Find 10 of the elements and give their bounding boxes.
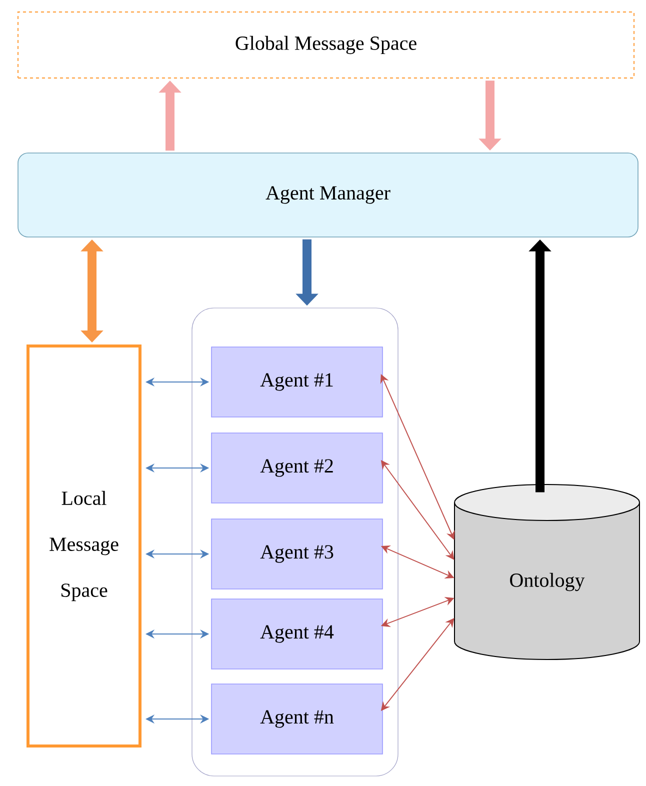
outlined-box: Local Message Space bbox=[26, 344, 142, 748]
agent-box: Agent #n bbox=[211, 684, 383, 754]
database-cylinder: Ontology bbox=[454, 484, 640, 660]
rounded-box: Agent Manager bbox=[18, 152, 638, 238]
agent-box: Agent #2 bbox=[211, 432, 383, 504]
agent-box: Agent #1 bbox=[211, 346, 383, 418]
dashed-box: Global Message Space bbox=[17, 11, 635, 79]
agent-box: Agent #4 bbox=[211, 598, 383, 670]
rounded-container bbox=[192, 308, 398, 776]
agent-box: Agent #3 bbox=[211, 518, 383, 590]
